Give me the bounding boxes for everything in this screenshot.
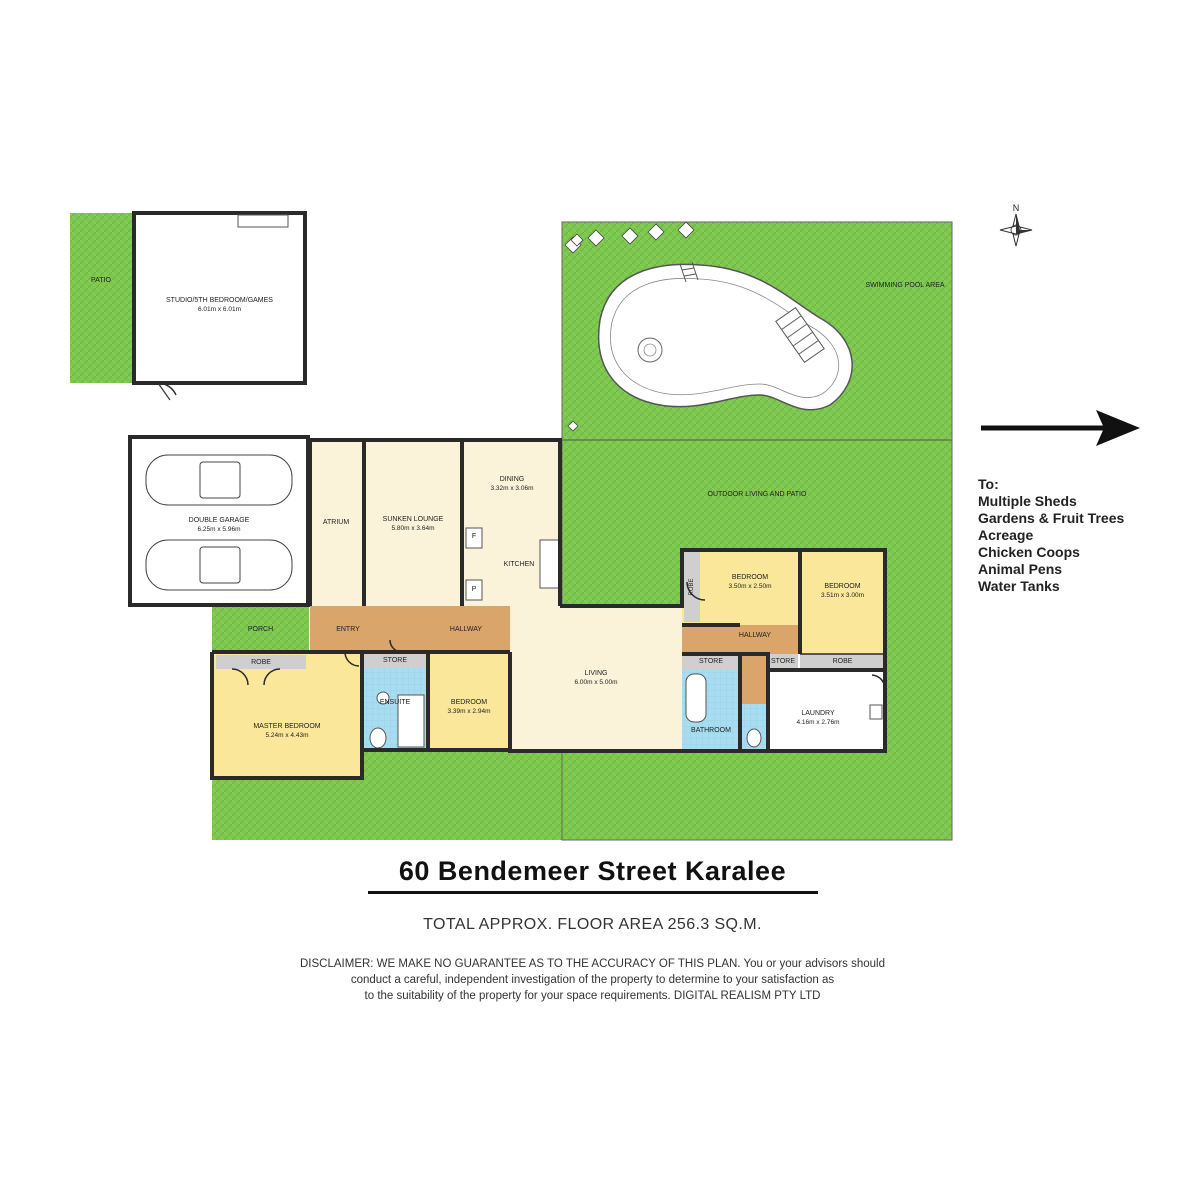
toilet-icon-2 <box>746 728 762 748</box>
robe-ne <box>684 552 700 622</box>
disclaimer-line: to the suitability of the property for y… <box>364 990 821 1002</box>
pantry <box>465 579 483 601</box>
car-icon <box>145 454 293 591</box>
dining-room <box>462 440 562 530</box>
shower-icon <box>397 694 425 748</box>
kitchen-bench <box>539 539 561 589</box>
pool-ladder-icon <box>679 261 699 283</box>
south-lawn-west <box>212 778 402 840</box>
notes-heading: To: <box>978 476 999 492</box>
title-underline <box>368 891 818 894</box>
total-floor-area: TOTAL APPROX. FLOOR AREA 256.3 SQ.M. <box>423 916 762 933</box>
bath-icon <box>685 673 707 723</box>
laundry-room <box>768 670 885 751</box>
notes-item: Water Tanks <box>978 578 1060 594</box>
toilet-icon <box>369 727 387 749</box>
porch-lawn <box>212 606 309 651</box>
compass-north-label: N <box>1013 203 1020 213</box>
notes-item: Acreage <box>978 527 1034 543</box>
pool-spa-circle <box>637 337 663 363</box>
entry-hallway <box>310 606 510 652</box>
master-bedroom-room <box>212 652 362 778</box>
directions-notes: To: Multiple Sheds Gardens & Fruit Trees… <box>978 476 1124 595</box>
notes-item: Animal Pens <box>978 561 1063 577</box>
living-room <box>510 606 682 751</box>
store-laundry <box>768 654 798 670</box>
hallway-east <box>682 625 800 654</box>
store-bath <box>682 654 740 670</box>
disclaimer-line: DISCLAIMER: WE MAKE NO GUARANTEE AS TO T… <box>300 958 885 970</box>
disclaimer-line: conduct a careful, independent investiga… <box>350 974 835 986</box>
studio-bench <box>237 214 289 228</box>
bedroom-ne1-room <box>682 550 800 625</box>
compass-icon: N <box>999 203 1033 247</box>
basin-icon <box>376 691 390 705</box>
atrium-room <box>310 440 362 606</box>
robe-master <box>216 655 306 669</box>
fridge <box>465 527 483 549</box>
robe-east <box>800 654 885 670</box>
sunken-lounge-room <box>364 440 462 606</box>
studio-room <box>134 213 305 383</box>
property-title: 60 Bendemeer Street Karalee <box>398 856 787 886</box>
notes-item: Gardens & Fruit Trees <box>978 510 1125 526</box>
south-lawn <box>212 545 952 840</box>
laundry-tub-icon <box>869 704 883 720</box>
disclaimer: DISCLAIMER: WE MAKE NO GUARANTEE AS TO T… <box>230 956 955 1004</box>
hallway-east-stem <box>740 654 768 704</box>
store-ensuite <box>362 652 428 668</box>
pool-lounger-icon <box>775 306 825 364</box>
bedroom-mid-room <box>428 652 510 750</box>
swimming-pool <box>597 263 853 411</box>
plant-icons <box>564 221 695 432</box>
bedroom-ne2-room <box>800 550 885 654</box>
patio-lawn <box>70 213 132 383</box>
notes-item: Chicken Coops <box>978 544 1080 560</box>
notes-item: Multiple Sheds <box>978 493 1077 509</box>
arrow-right-icon <box>981 410 1140 446</box>
